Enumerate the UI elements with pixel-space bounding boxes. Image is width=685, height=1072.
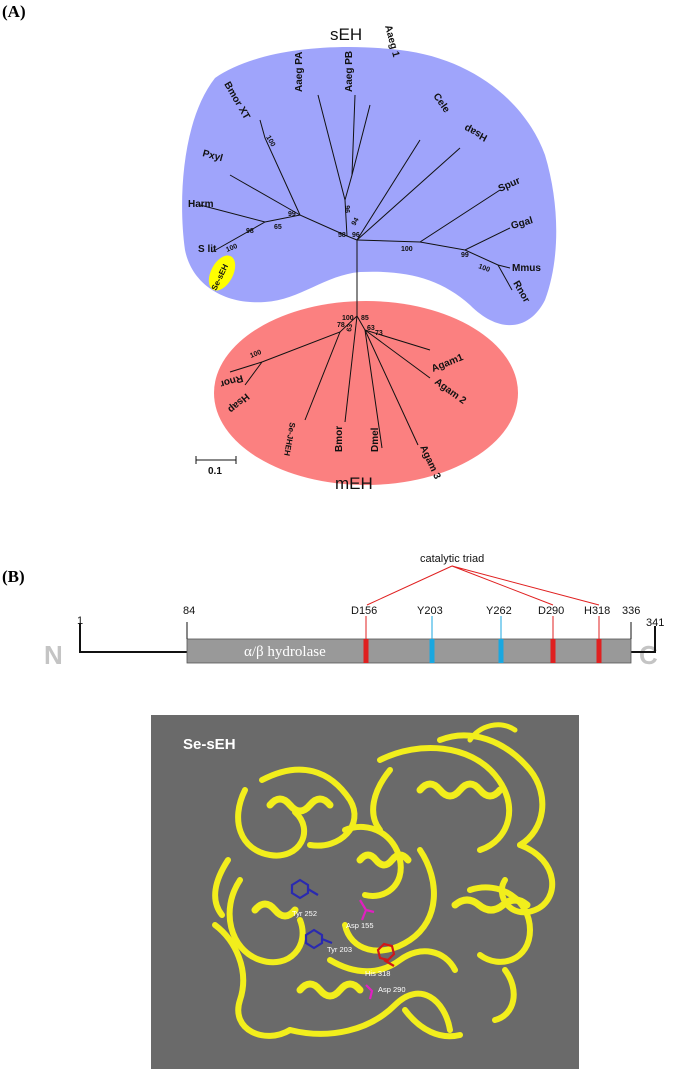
active-site-residues	[290, 878, 396, 1000]
protein-backbone	[79, 623, 656, 653]
bootstrap-value: 100	[401, 246, 413, 253]
tyr-252-sidechain	[290, 878, 319, 900]
position-label-84: 84	[183, 605, 195, 617]
residue-label-asp-155: Asp 155	[346, 921, 374, 930]
taxon-harm: Harm	[188, 199, 214, 210]
residue-marker	[550, 639, 556, 663]
residue-labels: D156 Y203 Y262 D290 H318	[351, 605, 610, 617]
panel-b-letter: (B)	[2, 567, 25, 586]
scale-bar: 0.1	[195, 456, 237, 477]
panel-a-letter: (A)	[2, 2, 26, 21]
meh-cluster-title: mEH	[335, 474, 373, 493]
bootstrap-value: 94	[351, 217, 361, 227]
tree-branches	[199, 94, 513, 449]
taxon-aaeg-pb: Aaeg PB	[344, 51, 355, 92]
residue-label: Y203	[417, 605, 443, 617]
structure-panel: Se-sEH	[151, 715, 579, 1069]
bootstrap-value: 85	[361, 315, 369, 322]
bootstrap-value: 96	[352, 232, 360, 239]
bootstrap-value: 99	[461, 252, 469, 259]
scale-bar-label: 0.1	[208, 466, 222, 477]
seh-cluster-title: sEH	[330, 25, 362, 44]
c-terminus-label: C	[639, 640, 658, 670]
se-seh-highlight	[208, 255, 236, 291]
bootstrap-value: 96	[345, 205, 352, 213]
taxon-bmor-meh: Bmor	[334, 426, 345, 452]
tyr-203-sidechain	[304, 928, 333, 950]
seh-cluster-region	[182, 47, 557, 326]
meh-cluster-region	[214, 301, 518, 485]
bootstrap-value: 100	[225, 243, 239, 254]
residue-markers	[363, 616, 602, 663]
asp-290-sidechain	[365, 984, 374, 1000]
domain-map: catalytic triad N C α/β hydrolase 1 84 3…	[44, 553, 664, 670]
bootstrap-value: 58	[338, 232, 346, 239]
bootstrap-value: 98	[246, 228, 254, 235]
taxon-mmus: Mmus	[512, 263, 541, 274]
residue-label-asp-290: Asp 290	[378, 985, 406, 994]
bootstrap-value: 65	[274, 224, 282, 231]
position-label-1: 1	[77, 615, 83, 627]
residue-label-tyr-252: Tyr 252	[292, 909, 317, 918]
residue-label: D156	[351, 605, 377, 617]
catalytic-triad-connectors	[366, 565, 600, 606]
bootstrap-value: 78	[337, 322, 345, 329]
bootstrap-value: 100	[342, 315, 354, 322]
residue-label: D290	[538, 605, 564, 617]
bootstrap-value: 73	[375, 330, 383, 337]
taxon-dmel: Dmel	[370, 427, 381, 452]
bootstrap-value: 63	[367, 325, 375, 332]
residue-label-tyr-203: Tyr 203	[327, 945, 352, 954]
residue-marker	[429, 639, 435, 663]
bootstrap-value: 100	[249, 349, 263, 360]
protein-ribbon	[212, 722, 556, 1040]
residue-label: Y262	[486, 605, 512, 617]
bootstrap-value: 99	[288, 211, 296, 218]
bootstrap-value: 100	[264, 135, 276, 149]
bootstrap-value: 63	[346, 323, 354, 332]
catalytic-triad-label: catalytic triad	[420, 553, 484, 565]
n-terminus-label: N	[44, 640, 63, 670]
bootstrap-value: 100	[477, 263, 490, 274]
asp-155-sidechain	[359, 899, 375, 921]
residue-marker	[363, 639, 369, 663]
residue-label-his-318: His 318	[365, 969, 390, 978]
structure-title: Se-sEH	[183, 736, 236, 753]
residue-marker	[498, 639, 504, 663]
phylogenetic-tree: Aaeg PA Aaeg PB Aaeg 1 Cele Hsap Spur Gg…	[182, 24, 557, 493]
taxon-aaeg-pa: Aaeg PA	[294, 52, 305, 92]
residue-marker	[596, 639, 602, 663]
taxon-pxyl: Pxyl	[201, 148, 224, 164]
position-label-341: 341	[646, 617, 664, 629]
position-label-336: 336	[622, 605, 640, 617]
residue-label: H318	[584, 605, 610, 617]
his-318-sidechain	[376, 942, 396, 967]
alpha-beta-hydrolase-domain	[186, 638, 632, 664]
domain-name: α/β hydrolase	[244, 644, 326, 660]
taxon-s-lit: S lit	[198, 244, 217, 255]
